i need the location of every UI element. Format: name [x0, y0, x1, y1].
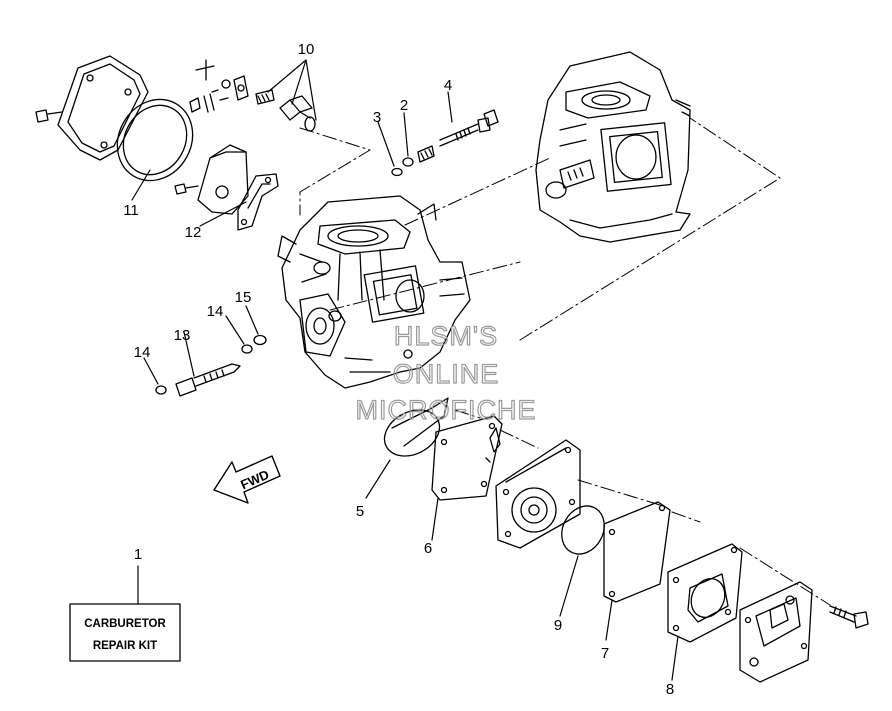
kit-label-line1: CARBURETOR: [84, 618, 166, 630]
assembly-guide-lines: [299, 117, 831, 606]
cover-bolt: [829, 605, 869, 629]
leader-lines: [131, 59, 679, 681]
callout-10: 10: [298, 41, 315, 58]
carburetor-main: [277, 195, 471, 389]
pilot-screw-13: [175, 363, 241, 397]
kit-label-line2: REPAIR KIT: [93, 640, 157, 652]
fwd-label: FWD: [238, 467, 271, 493]
callout-14-upper: 14: [207, 303, 224, 320]
washer-14-upper: [241, 344, 253, 354]
watermark-line3: MICROFICHE: [356, 395, 537, 425]
callout-labels: 1 2 3 4 5 6 7 8 9 10 11 12 13 14 14 15: [123, 41, 674, 698]
linkage-small-parts: [189, 59, 249, 113]
callout-5: 5: [356, 503, 364, 520]
gasket-7: [603, 501, 671, 603]
callout-6: 6: [424, 540, 432, 557]
diaphragm-plate-6: [431, 415, 503, 501]
diaphragm-screw: [35, 109, 63, 123]
gasket-8: [667, 543, 743, 643]
callout-7: 7: [601, 645, 609, 662]
callout-14-lower: 14: [134, 344, 151, 361]
needle-valve: [279, 95, 313, 121]
callout-1: 1: [134, 546, 142, 563]
gasket-5: [383, 397, 449, 457]
forward-direction-arrow: FWD: [213, 455, 281, 504]
watermark: HLSM'S ONLINE MICROFICHE: [355, 320, 537, 425]
needle-valve-spring: [255, 89, 275, 105]
diaphragm-cover: [57, 55, 149, 161]
callout-3: 3: [373, 109, 381, 126]
o-ring-9: [561, 505, 605, 555]
repair-kit-box: CARBURETOR REPAIR KIT: [69, 603, 181, 662]
pump-body: [174, 144, 249, 215]
washer-2: [402, 157, 414, 167]
o-ring-3: [391, 167, 403, 177]
watermark-line1: HLSM'S: [394, 321, 498, 351]
pump-gasket: [237, 173, 279, 231]
callout-15: 15: [235, 289, 252, 306]
pump-housing: [495, 439, 581, 549]
needle-clip: [304, 116, 316, 132]
washer-14-lower: [155, 385, 167, 395]
callout-11: 11: [123, 202, 139, 219]
watermark-line2: ONLINE: [393, 359, 500, 389]
pump-cover: [739, 581, 813, 683]
callout-2: 2: [400, 97, 408, 114]
carburetor-secondary: [535, 51, 691, 243]
callout-13: 13: [174, 327, 191, 344]
callout-8: 8: [666, 681, 674, 698]
adjusting-screw-4: [439, 109, 499, 147]
o-ring-15: [253, 334, 267, 346]
pump-diaphragm: [116, 98, 194, 182]
callout-4: 4: [444, 77, 452, 94]
callout-12: 12: [185, 224, 202, 241]
callout-9: 9: [554, 617, 562, 634]
spring-2: [417, 145, 435, 163]
